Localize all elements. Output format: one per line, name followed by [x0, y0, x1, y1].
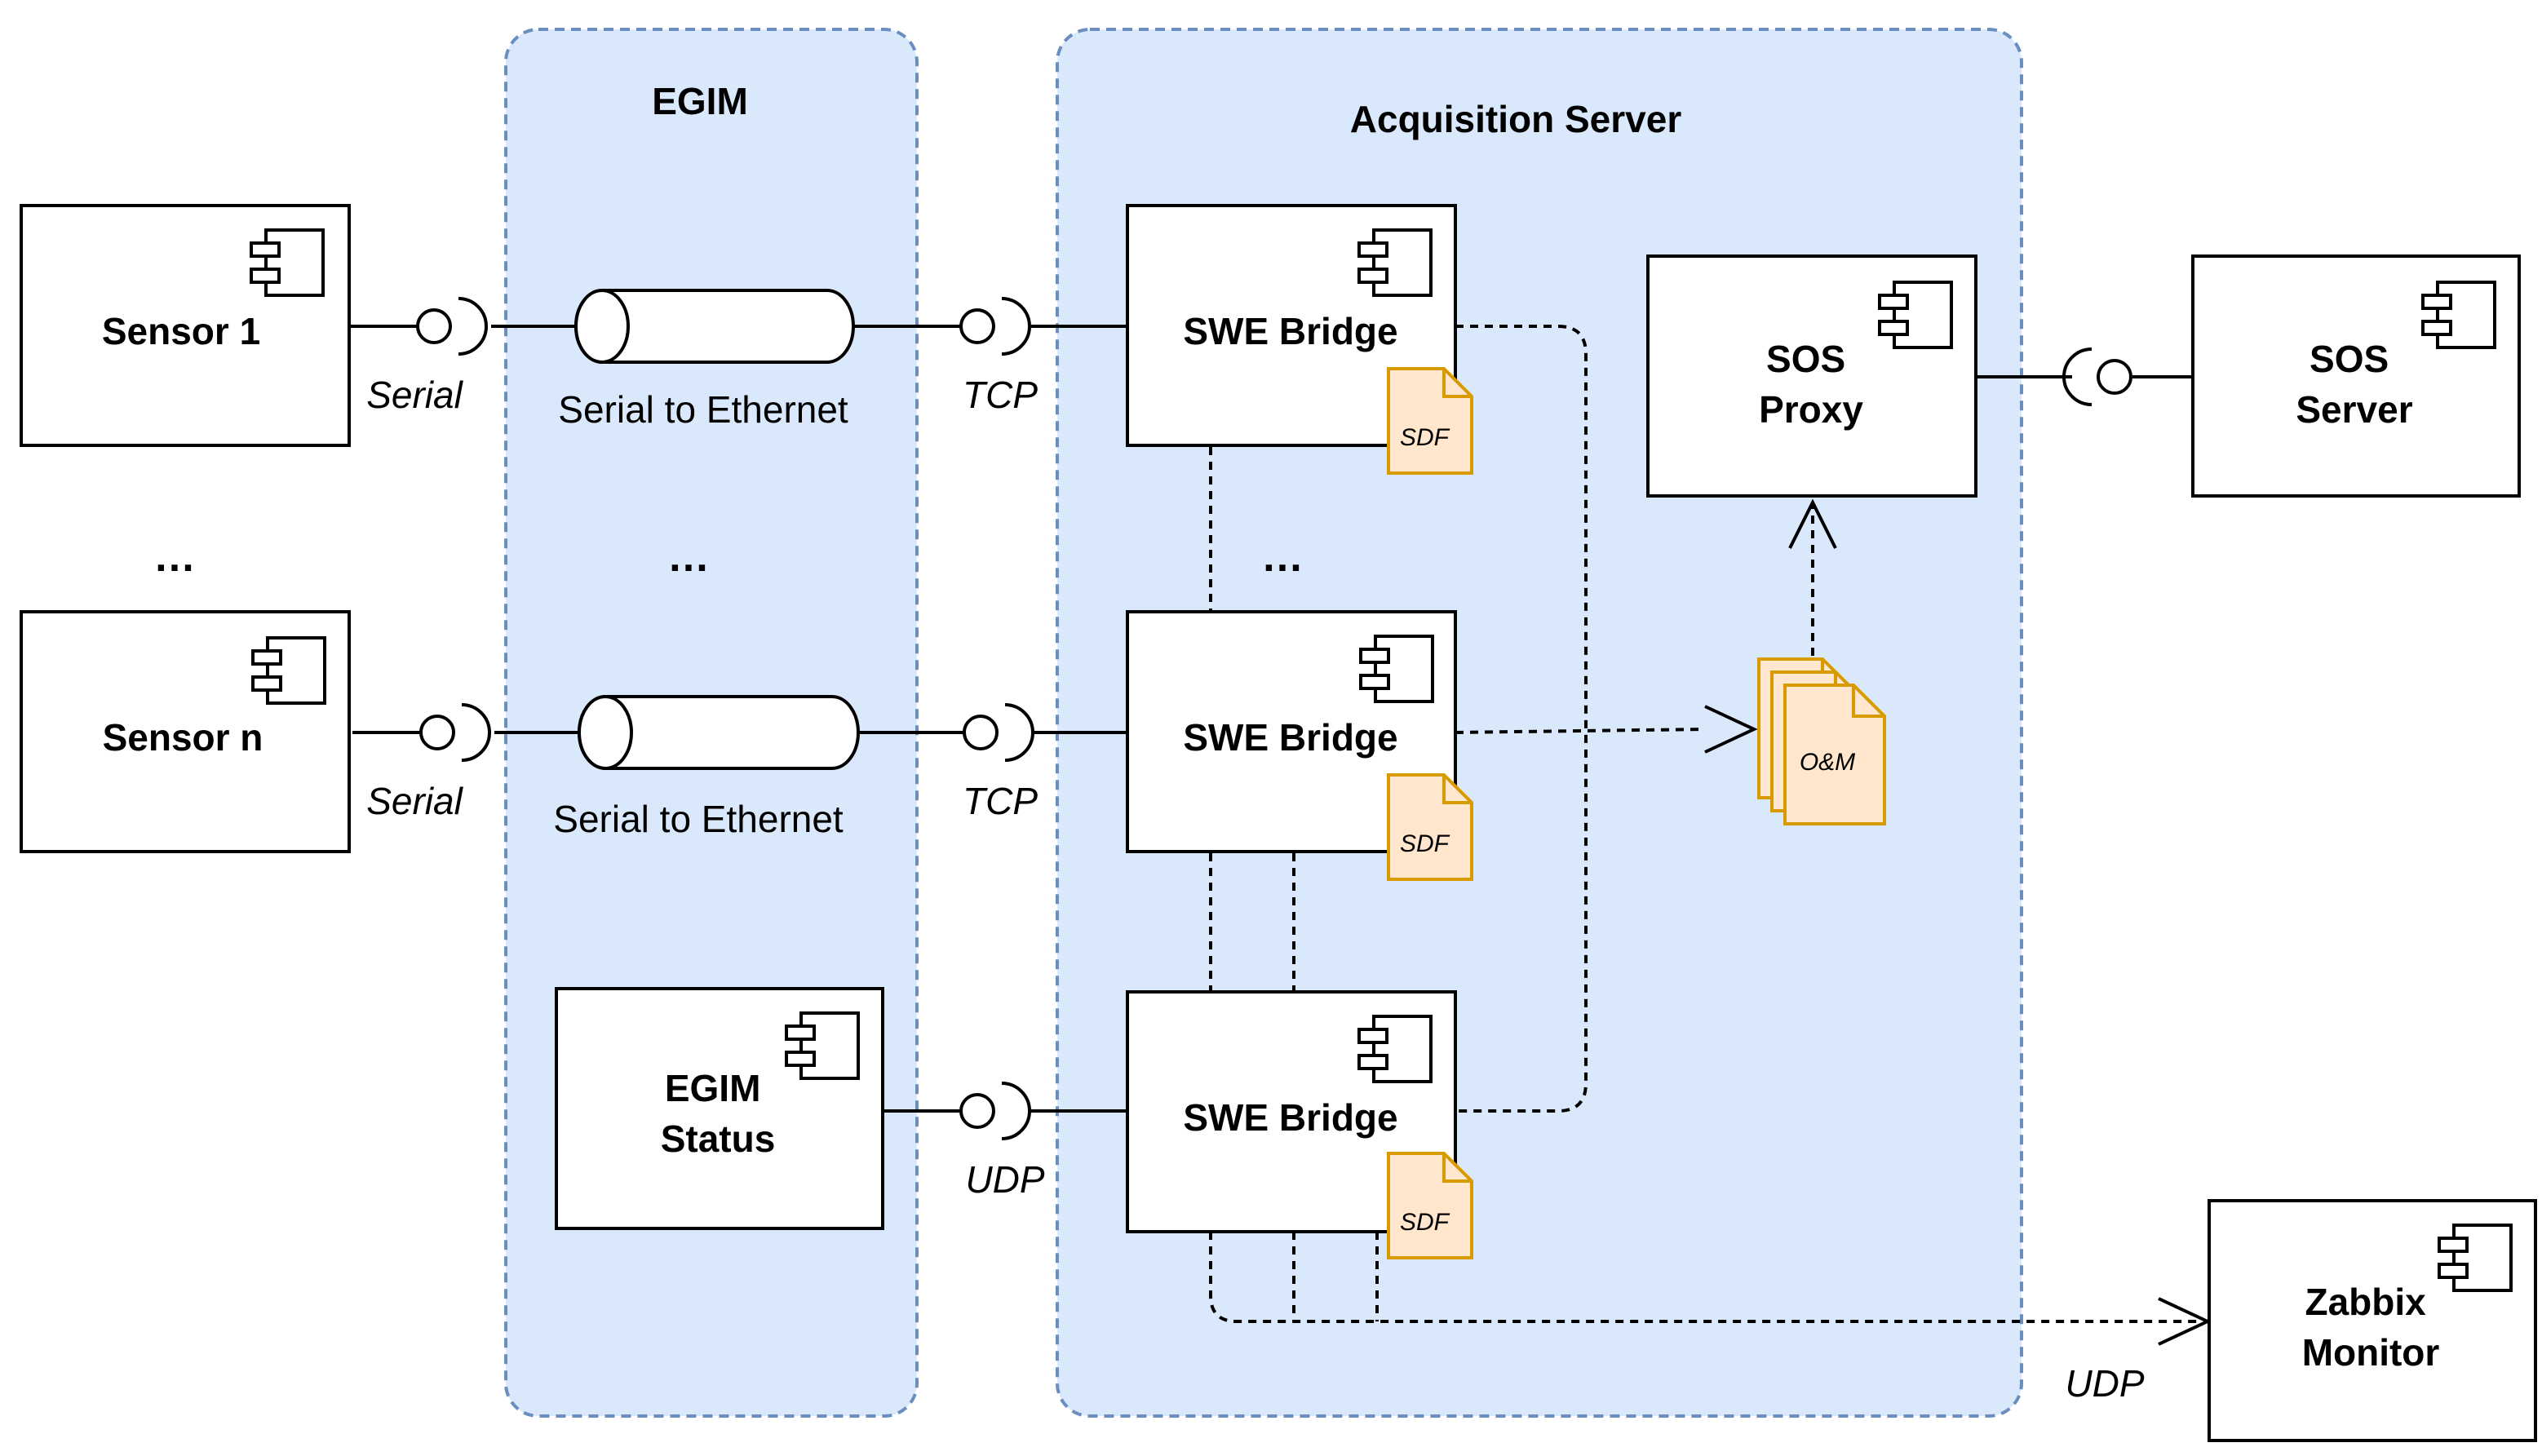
ellipsis-markers: … … … [153, 533, 1304, 581]
egim-status-component[interactable]: EGIM Status [555, 987, 884, 1230]
egim-status-label: EGIM Status [661, 1067, 776, 1160]
sos-server-label: SOS Server [2296, 338, 2412, 431]
converters-ellipsis: … [667, 533, 710, 581]
udp-label-zabbix: UDP [2065, 1362, 2144, 1405]
sos-proxy-component[interactable]: SOS Proxy [1646, 254, 1977, 498]
om-document-stack: O&M [1757, 657, 1886, 825]
swe-bridge-1-label: SWE Bridge [1183, 310, 1397, 352]
zabbix-monitor-label: Zabbix Monitor [2302, 1281, 2440, 1374]
sensor-1-label: Sensor 1 [102, 310, 260, 352]
dependencies [1209, 325, 2198, 1323]
serial-to-ethernet-label-2: Serial to Ethernet [553, 798, 844, 840]
sdf-label-3: SDF [1400, 1209, 1450, 1236]
interface-symbols [416, 297, 2132, 1140]
zabbix-monitor-component[interactable]: Zabbix Monitor [2208, 1199, 2537, 1442]
serial-to-ethernet-converter-1: Serial to Ethernet [558, 289, 855, 431]
connections [349, 325, 2193, 1113]
egim-title: EGIM [652, 80, 748, 122]
tcp-label-2: TCP [963, 780, 1038, 822]
sensor-1-component[interactable]: Sensor 1 [20, 204, 351, 447]
swe-bridge-2-label: SWE Bridge [1183, 716, 1397, 759]
sdf-document-2: SDF [1387, 773, 1473, 881]
sensors-ellipsis: … [153, 533, 196, 581]
sos-server-component[interactable]: SOS Server [2191, 254, 2521, 498]
tcp-label-1: TCP [963, 374, 1038, 416]
serial-label-2: Serial [366, 780, 463, 822]
sdf-document-3: SDF [1387, 1152, 1473, 1259]
serial-to-ethernet-label-1: Serial to Ethernet [558, 388, 848, 431]
sensor-n-component[interactable]: Sensor n [20, 610, 351, 853]
acquisition-server-title: Acquisition Server [1350, 98, 1682, 140]
sdf-label-1: SDF [1400, 424, 1450, 451]
bridges-ellipsis: … [1261, 533, 1304, 581]
udp-label-egim: UDP [965, 1158, 1044, 1201]
om-label: O&M [1800, 749, 1855, 776]
serial-label-1: Serial [366, 374, 463, 416]
sensor-n-label: Sensor n [103, 716, 264, 759]
sdf-document-1: SDF [1387, 367, 1473, 475]
swe-bridge-3-label: SWE Bridge [1183, 1096, 1397, 1139]
serial-to-ethernet-converter-2: Serial to Ethernet [553, 695, 860, 840]
sos-proxy-label: SOS Proxy [1759, 338, 1863, 431]
sdf-label-2: SDF [1400, 830, 1450, 857]
interface-labels: Serial Serial TCP TCP UDP UDP [366, 374, 2145, 1405]
